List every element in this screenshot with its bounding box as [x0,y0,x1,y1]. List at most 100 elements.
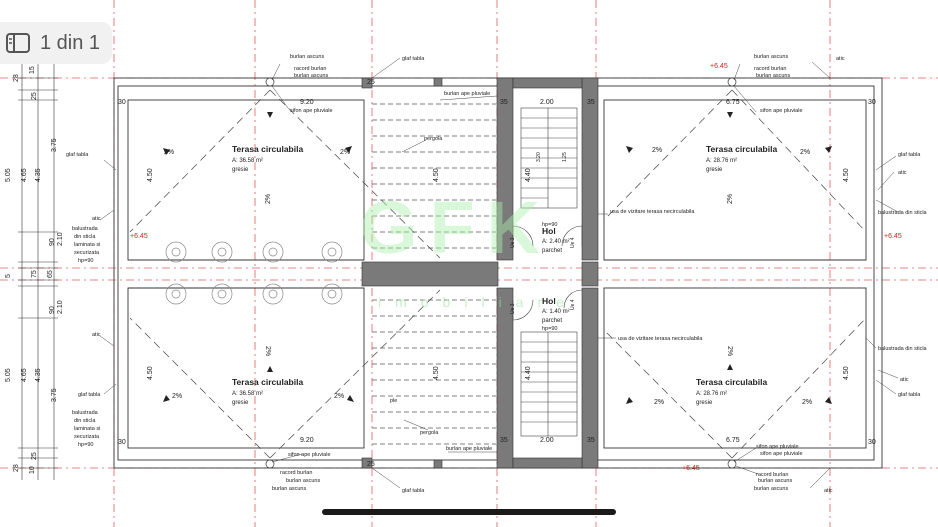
stairs [520,107,578,437]
label-sifon-top: sifon ape pluviale [290,108,333,114]
label-sifon-br2: sifon ape pluviale [760,451,803,457]
dim-450-bc: 4.50 [433,366,440,380]
label-racord-tr: racord burlan [754,66,786,72]
dim-125-t: 1.25 [562,152,568,162]
dim-320-t: 3.20 [536,152,542,162]
elevation-left: +6.45 [130,233,148,240]
label-racord-br: racord burlan [756,472,788,478]
slope-tl3: 2% [265,194,272,204]
label-glaf-top: glaf tabla [402,56,425,62]
dim-65-l: 65 [47,270,54,278]
door-swings [512,225,583,321]
dim-200-bot: 2.00 [540,437,554,444]
dim-15-l: 15 [29,66,36,74]
label-bal-l3: laminata si [74,242,100,248]
dim-25-b: 25 [367,461,375,468]
dim-465-l2: 4.65 [21,368,28,382]
page-counter-badge[interactable]: 1 din 1 [0,22,112,64]
dim-25-a: 25 [367,79,375,86]
slope-bl1: 2% [264,346,271,356]
dim-450-bl: 4.50 [147,366,154,380]
terrace-tl-area: A: 36.58 m² [232,158,263,164]
hol-bot-title: Hol [542,296,556,306]
label-burlan-ascuns-tr2: burlan ascuns [756,73,790,79]
label-glaf-bot: glaf tabla [402,488,425,494]
dim-35-tl: 35 [500,99,508,106]
label-burlan-ascuns-br: burlan ascuns [758,478,792,484]
dim-200-top: 2.00 [540,99,554,106]
hol-top-finish: parchet [542,248,562,254]
dim-28-l2: 28 [13,464,20,472]
door-ue4-top: Ue 4 [570,237,576,248]
dim-30-bl: 30 [118,439,126,446]
label-hp-l2: hp=90 [78,442,93,448]
label-burlan-ascuns-tr: burlan ascuns [754,54,788,60]
elevation-top-right: +6.45 [710,63,728,70]
hol-bot-finish: parchet [542,318,562,324]
dim-210-l: 2.10 [57,232,64,246]
terrace-br-title: Terasa circulabila [696,377,767,387]
door-ue3-bot: Ue 3 [510,303,516,314]
terrace-bl-title: Terasa circulabila [232,377,303,387]
hol-top-area: A: 2.40 m² [542,239,570,245]
label-racord-top: racord burlan [294,66,326,72]
dim-90-l: 90 [49,238,56,246]
dim-25-l: 25 [31,92,38,100]
slope-labels: 2% 2% 2% 2% 2% 2% 2% 2% 2% 2% 2% 2% [164,147,812,406]
dim-435-l: 4.35 [35,168,42,182]
slope-br3: 2% [802,399,812,406]
label-bal-l8: securizata [74,434,100,440]
dim-920-top: 9.20 [300,99,314,106]
label-pergola-top: pergola [424,136,443,142]
dim-675-bot: 6.75 [726,437,740,444]
elevation-marks: +6.45 +6.45 +6.45 +6.45 [130,63,902,472]
door-ue3-top: Ue 3 [510,237,516,248]
hol-top-title: Hol [542,226,556,236]
page-counter-text: 1 din 1 [40,31,101,54]
dim-90-l2: 90 [49,306,56,314]
label-atic-tr: atic [836,56,845,62]
elevation-right: +6.45 [884,233,902,240]
dim-675-top: 6.75 [726,99,740,106]
label-sifon-tr: sifon ape pluviale [760,108,803,114]
hp-bot: hp=90 [542,326,557,332]
dim-10-l2: 10 [29,466,36,474]
dim-440-b: 4.40 [525,366,532,380]
dim-75-l: 75 [31,270,38,278]
dim-25-l2: 25 [31,452,38,460]
terrace-bl-finish: gresie [232,400,249,406]
label-burlan-ascuns-bot: burlan ascuns [286,478,320,484]
label-bal-l2: din sticla [74,234,96,240]
dim-435-l2: 4.35 [35,368,42,382]
dim-440-t: 4.40 [525,168,532,182]
label-bal-l7: laminata si [74,426,100,432]
label-atic-r: atic [898,170,907,176]
dim-35-br: 35 [587,437,595,444]
slope-br2: 2% [654,399,664,406]
planter-shrubs [165,241,343,305]
label-glaf-l: glaf tabla [66,152,89,158]
label-atic-l: atic [92,216,101,222]
label-atic-l2: atic [92,332,101,338]
dim-450-tc: 4.50 [433,168,440,182]
door-ue4-bot: Ue 4 [570,299,576,310]
label-burlan-pluviale-top: burlan ape pluviale [444,91,490,97]
label-atic-r2: atic [900,377,909,383]
label-ple: ple [390,398,397,404]
label-sifon-br: sifon ape pluviale [756,444,799,450]
slope-br1: 2% [726,346,733,356]
label-bal-l6: din sticla [74,418,96,424]
dim-35-tr: 35 [587,99,595,106]
dim-505-l2: 5.05 [5,368,12,382]
terrace-tr-area: A: 28.76 m² [706,158,737,164]
label-glaf-r: glaf tabla [898,152,921,158]
dim-30-tl: 30 [118,99,126,106]
label-sifon-bot: sifon ape pluviale [288,452,331,458]
slope-tr2: 2% [800,149,810,156]
label-burlan-ascuns-top2: burlan ascuns [294,73,328,79]
terrace-bl-area: A: 36.58 m² [232,391,263,397]
slope-tl2: 2% [340,149,350,156]
dim-450-br: 4.50 [843,366,850,380]
scroll-indicator[interactable] [322,509,616,515]
